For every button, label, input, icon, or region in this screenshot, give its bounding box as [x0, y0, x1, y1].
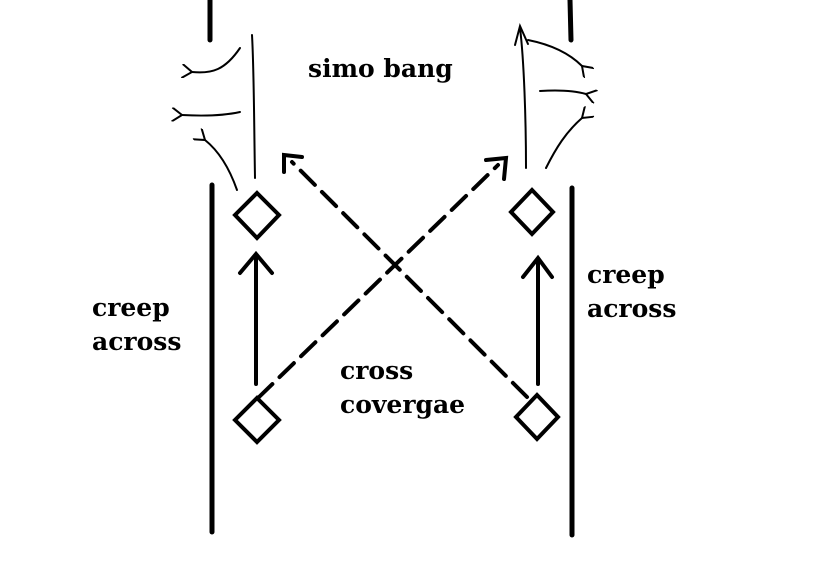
cross-arrowhead-right — [484, 155, 509, 181]
player-left-bottom — [232, 395, 282, 445]
left-arrow-lower — [205, 140, 238, 191]
creep-label-left-line1: creep — [92, 293, 170, 322]
cross-label-line2: covergae — [340, 390, 466, 419]
right-arrow-middle — [539, 90, 586, 94]
player-right-top — [508, 187, 556, 237]
cross-path-left-to-right — [256, 163, 500, 400]
left-thin-line — [251, 34, 256, 179]
creep-arrowhead-right — [521, 254, 554, 279]
creep-label-right-line2: across — [587, 294, 677, 323]
cross-label-line1: cross — [340, 356, 414, 385]
right-arrow-upper — [527, 39, 582, 66]
player-left-top — [232, 190, 282, 241]
cross-arrowhead-left — [282, 152, 304, 174]
right-boundary-line-top — [567, 0, 574, 43]
right-thin-line — [519, 27, 527, 169]
cross-path-right-to-left — [290, 160, 529, 399]
creep-label-left-line2: across — [92, 327, 182, 356]
right-arrow-upper-head — [514, 22, 529, 46]
left-arrow-upper — [192, 47, 241, 72]
play-title: simo bang — [308, 54, 453, 83]
right-arrow-lower — [545, 118, 582, 169]
player-right-bottom — [513, 392, 561, 442]
cross-coverage-label: cross covergae — [340, 354, 500, 422]
creep-across-label-right: creep across — [587, 258, 707, 326]
creep-arrowhead-left — [238, 250, 274, 275]
creep-across-label-left: creep across — [92, 291, 212, 359]
creep-label-right-line1: creep — [587, 260, 665, 289]
left-arrow-middle — [182, 112, 241, 116]
